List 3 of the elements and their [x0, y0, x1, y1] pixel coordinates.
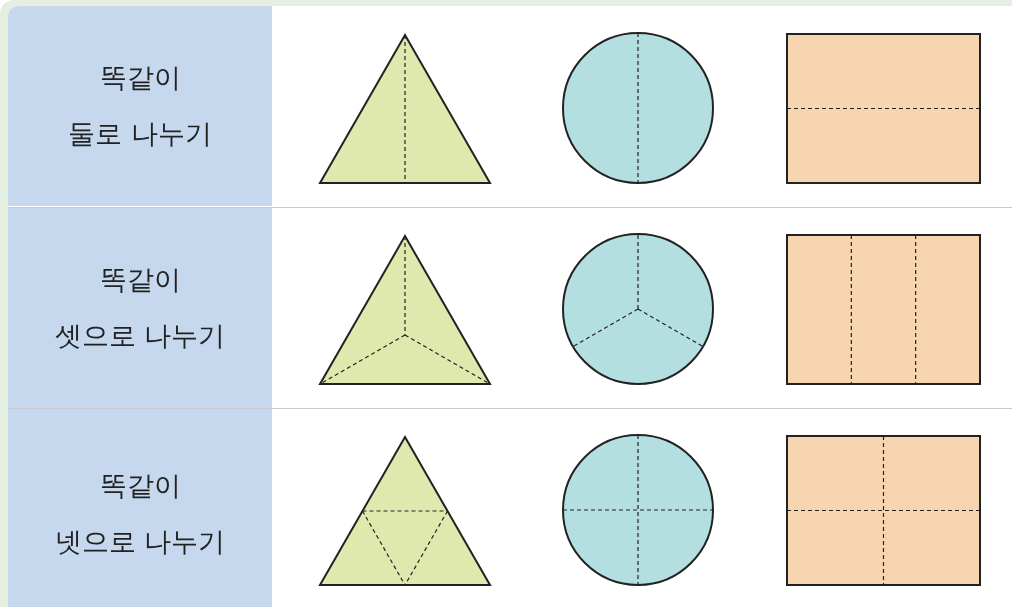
- row-header-text: 똑같이 둘로 나누기: [68, 61, 212, 151]
- row-header-text: 똑같이 셋으로 나누기: [54, 263, 226, 353]
- row-header-text: 똑같이 넷으로 나누기: [54, 469, 226, 559]
